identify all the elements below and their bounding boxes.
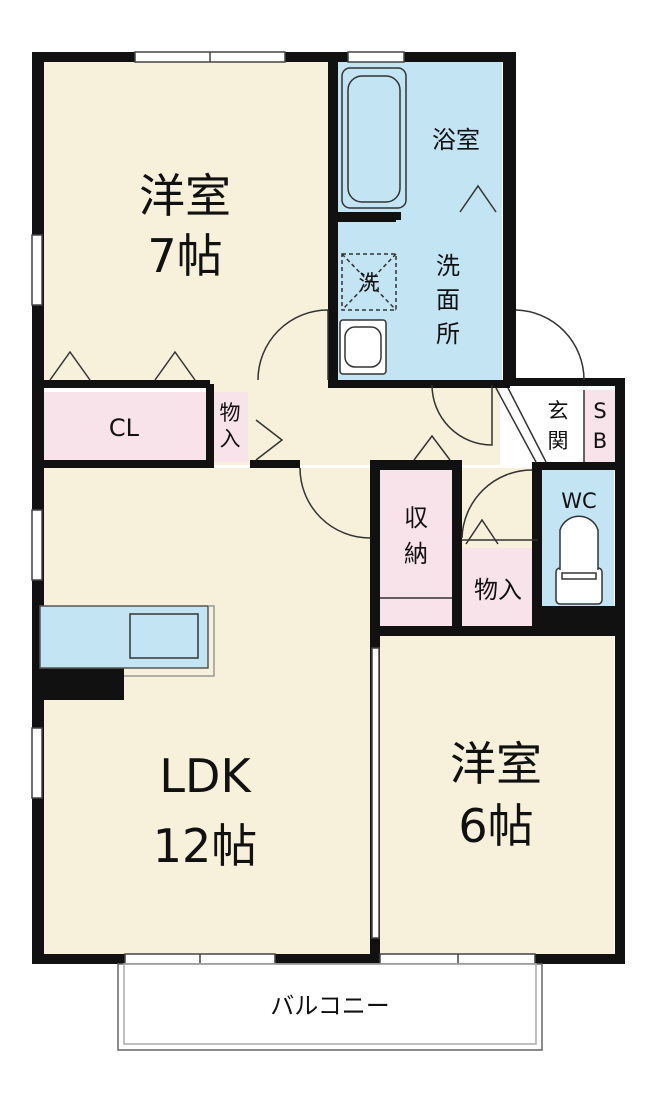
storage-closet-label-1: 収 bbox=[404, 504, 428, 532]
bath-door-mark bbox=[459, 184, 497, 213]
toilet-bowl bbox=[559, 515, 599, 570]
room7-name: 洋室 bbox=[139, 169, 231, 223]
window-top-bath bbox=[347, 51, 405, 63]
bathtub bbox=[341, 67, 407, 209]
toilet-label: WC bbox=[561, 489, 596, 513]
door-ldk bbox=[299, 467, 371, 539]
storage-closet-floor bbox=[378, 468, 456, 628]
room-fills bbox=[40, 60, 618, 958]
western-room-6-floor bbox=[378, 632, 614, 958]
storage-top-label-1: 物 bbox=[220, 401, 241, 425]
window-left-ldk-upper bbox=[31, 509, 43, 581]
washroom-label-2: 面 bbox=[436, 286, 460, 314]
storage-closet-label-2: 納 bbox=[404, 540, 428, 568]
windows bbox=[31, 51, 536, 965]
door-room7 bbox=[257, 309, 329, 381]
closet-label: CL bbox=[109, 414, 140, 442]
storage-small-label: 物入 bbox=[474, 576, 522, 604]
washer-label: 洗 bbox=[359, 271, 380, 295]
window-left-ldk-lower bbox=[31, 727, 43, 799]
room7-size: 7帖 bbox=[147, 229, 222, 283]
kitchen-sink bbox=[129, 613, 199, 659]
shoe-box-label-1: S bbox=[593, 399, 606, 423]
closet-floor bbox=[40, 392, 208, 462]
shoe-box-floor bbox=[584, 390, 616, 462]
balcony-outline bbox=[117, 963, 543, 1051]
labels: 洋室 7帖 浴室 洗 面 所 洗 CL 物 入 玄 関 S B WC 収 納 物… bbox=[109, 126, 607, 1020]
ldk-name: LDK bbox=[159, 749, 252, 803]
room6-size: 6帖 bbox=[458, 799, 533, 853]
washer-space bbox=[341, 253, 397, 311]
entrance-label-2: 関 bbox=[548, 429, 569, 453]
door-entrance bbox=[515, 309, 585, 381]
ldk-size: 12帖 bbox=[153, 819, 258, 873]
storage-top-floor bbox=[212, 392, 248, 462]
shoe-box-label-2: B bbox=[593, 429, 607, 453]
entrance-label-1: 玄 bbox=[548, 399, 569, 423]
door-washroom bbox=[431, 384, 493, 446]
door-toilet bbox=[461, 469, 533, 539]
window-left-room7 bbox=[31, 234, 43, 306]
hallway-floor bbox=[212, 385, 537, 465]
storage-top-label-2: 入 bbox=[220, 427, 241, 451]
ldk-floor bbox=[40, 468, 374, 958]
hall-lower-floor bbox=[455, 468, 540, 548]
bathroom-label: 浴室 bbox=[432, 126, 480, 154]
washroom-label-3: 所 bbox=[436, 320, 460, 348]
fixtures bbox=[39, 67, 603, 1051]
wash-basin bbox=[339, 319, 387, 375]
balcony-label: バルコニー bbox=[270, 992, 390, 1020]
washroom-label-1: 洗 bbox=[436, 252, 460, 280]
sliding-door-ldk-room6 bbox=[371, 647, 380, 939]
storage-small-floor bbox=[460, 548, 538, 628]
room6-name: 洋室 bbox=[450, 737, 542, 791]
western-room-7-floor bbox=[40, 60, 330, 385]
